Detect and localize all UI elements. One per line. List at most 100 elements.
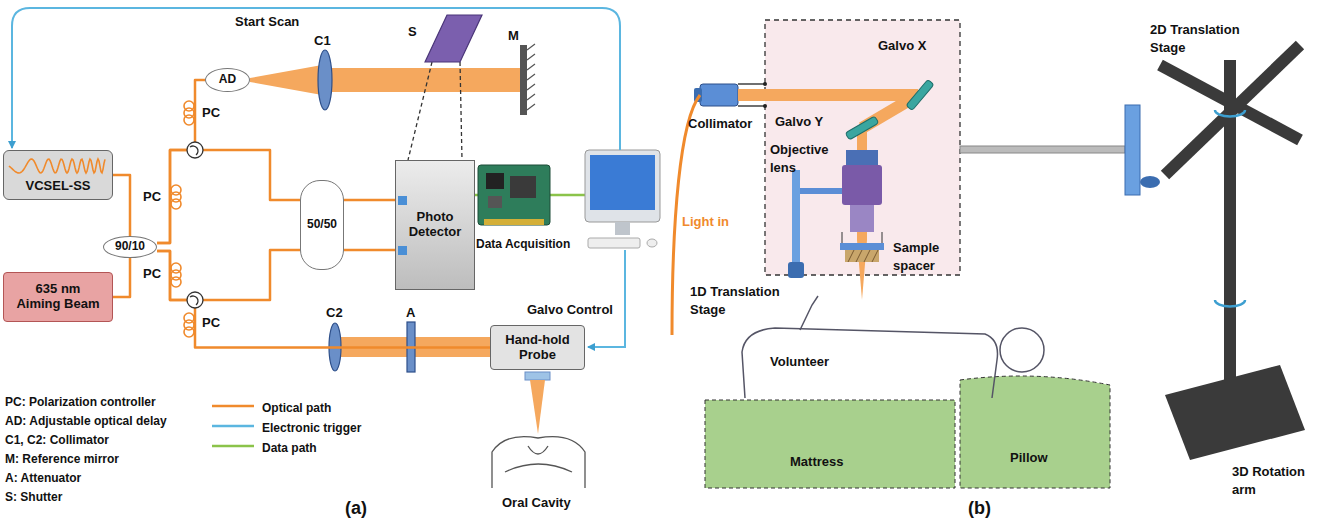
node-label: Photo Detector (400, 210, 470, 240)
circulator-symbol (190, 146, 198, 155)
translation-stage-2d (1125, 105, 1140, 195)
node-label: 635 nm Aiming Beam (13, 282, 103, 312)
label-holder: A: Attenuator (5, 468, 81, 486)
rotation-arm (1160, 45, 1305, 460)
label-holder: Sample spacer (893, 238, 957, 274)
translation-stage-2d (1140, 176, 1160, 188)
fiber-coupler: 90/10 (103, 236, 157, 258)
data-acquisition-card (510, 176, 536, 198)
shutter-symbol (408, 15, 482, 160)
oral-cavity-sketch (505, 464, 572, 472)
sample-arm-optics (530, 380, 545, 434)
label-holder: Light in (682, 212, 729, 230)
collimator-icon (763, 104, 767, 108)
sample-spacer (842, 232, 843, 243)
part-label: (a) (345, 498, 367, 518)
sample-spacer (848, 250, 878, 262)
label-holder: PC (202, 103, 220, 121)
computer-icon (590, 155, 655, 210)
label-holder: Volunteer (770, 352, 829, 370)
bed (705, 400, 955, 488)
label-holder: Oral Cavity (502, 493, 571, 511)
label-holder: Collimator (688, 114, 752, 132)
label-holder: (a) (345, 498, 367, 520)
label-holder: PC (143, 187, 161, 205)
collimator-icon (763, 82, 767, 86)
label-holder: (b) (968, 498, 991, 520)
part-label: S: Shutter (5, 490, 62, 504)
legend-holder: Data path (262, 438, 317, 456)
legend-line-sample (212, 445, 254, 448)
sample-arm-optics (525, 372, 550, 380)
trigger-wires (588, 250, 625, 347)
circulator-symbol (187, 292, 203, 308)
bed (705, 376, 1110, 488)
data-acquisition-card (488, 196, 502, 208)
polarization-controller-loops (184, 327, 194, 337)
circulator-symbol (187, 142, 203, 158)
legend-text: Data path (262, 441, 317, 455)
part-label: Pillow (1010, 450, 1048, 465)
delay-line: AD (205, 68, 250, 92)
part-label: Objective lens (770, 142, 829, 175)
reference-arm (527, 44, 535, 110)
computer-icon (585, 150, 660, 222)
part-label: Galvo Y (775, 114, 823, 129)
label-holder: Objective lens (770, 140, 842, 176)
probe-box: Hand-hold Probe (490, 325, 585, 370)
label-holder: Galvo Control (527, 300, 613, 318)
node-label: VCSEL-SS (25, 179, 90, 194)
node-label: 50/50 (307, 218, 337, 232)
part-label: Galvo Control (527, 302, 613, 317)
optical-fiber (344, 199, 395, 202)
probe-enclosure (765, 20, 960, 275)
part-label: PC (202, 105, 220, 120)
label-holder: A (406, 303, 415, 321)
label-holder: Galvo X (878, 36, 926, 54)
galvo-mirrors (906, 79, 934, 110)
volunteer-outline (742, 296, 1044, 398)
label-holder: C1 (314, 31, 331, 49)
part-label: Start Scan (235, 14, 299, 29)
objective-lens-stack (842, 165, 882, 205)
reference-arm (318, 50, 332, 110)
galvo-mirrors (845, 79, 934, 140)
label-holder: AD: Adjustable optical delay (5, 411, 167, 429)
legend-text: Optical path (262, 401, 331, 415)
data-acquisition-card (550, 194, 585, 197)
label-holder: Data Acquisition (476, 234, 570, 252)
label-holder: Mattress (790, 452, 843, 470)
rotation-arm (1165, 365, 1305, 460)
part-label: M (508, 28, 519, 43)
polarization-controller-loops (171, 199, 181, 209)
node-label: AD (219, 73, 236, 87)
photo-detector: Photo Detector (395, 160, 475, 290)
shutter-symbol (460, 62, 462, 160)
legend-line-sample (212, 425, 254, 428)
data-acquisition-card (478, 165, 550, 225)
part-label: Light in (682, 214, 729, 229)
polarization-controller-loops (184, 115, 194, 125)
label-holder: C1, C2: Collimator (5, 430, 109, 448)
galvo-mirrors (845, 116, 878, 140)
optical-fiber (157, 80, 205, 243)
part-label: Galvo X (878, 38, 926, 53)
part-label: 2D Translation Stage (1150, 22, 1240, 55)
sample-spacer (882, 232, 883, 243)
legend-holder: Optical path (262, 398, 331, 416)
label-holder: PC (202, 313, 220, 331)
label-holder: M: Reference mirror (5, 449, 119, 467)
shutter-symbol (425, 15, 482, 62)
objective-lens-stack (800, 188, 846, 194)
data-acquisition-card (486, 173, 504, 189)
beam-splitter: 50/50 (300, 180, 344, 270)
rotation-arm (1224, 60, 1236, 385)
probe-enclosure (765, 20, 960, 275)
part-label: S (408, 24, 417, 39)
label-holder: Start Scan (235, 12, 299, 30)
objective-lens-stack (846, 150, 878, 165)
legend-line-sample (212, 405, 254, 408)
